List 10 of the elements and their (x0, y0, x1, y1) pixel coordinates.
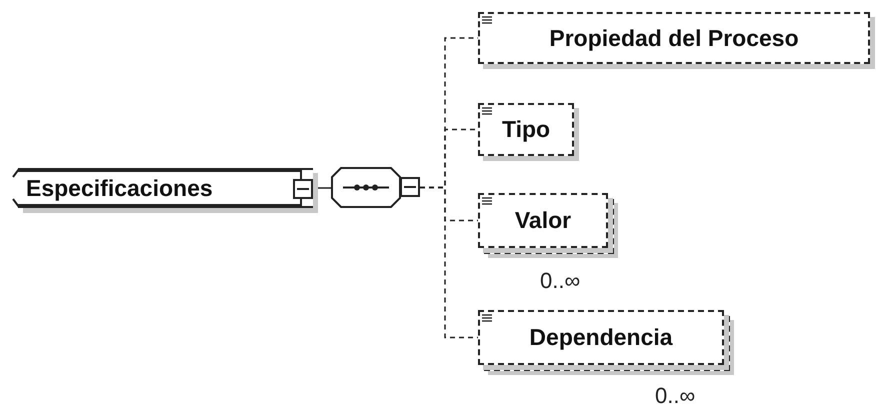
occurrence-label: 0..∞ (540, 268, 580, 294)
connector-line (420, 186, 478, 338)
element-name: Dependencia (529, 324, 673, 351)
element-name: Tipo (502, 116, 550, 143)
connector-line (313, 187, 331, 189)
element-name: Propiedad del Proceso (549, 24, 799, 52)
element-name: Especificaciones (26, 174, 213, 202)
element-box (18, 168, 313, 208)
occurrence-label: 0..∞ (655, 383, 696, 409)
element-name: Valor (514, 207, 572, 234)
